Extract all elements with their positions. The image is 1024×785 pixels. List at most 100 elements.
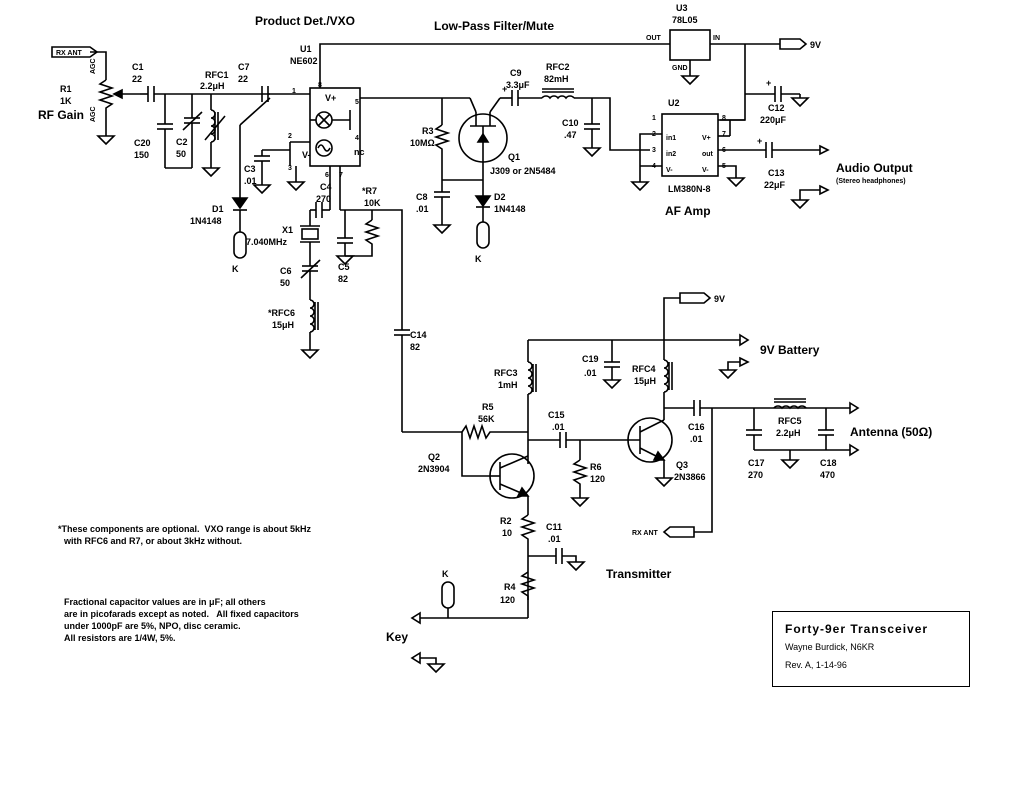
svg-text:X1: X1 <box>282 225 293 235</box>
svg-text:C5: C5 <box>338 262 350 272</box>
ground-icon <box>726 177 746 188</box>
ground-icon <box>654 477 674 488</box>
r6-resistor: R6 120 <box>571 440 605 498</box>
svg-text:GND: GND <box>672 65 688 72</box>
svg-text:in1: in1 <box>666 135 676 142</box>
u2-lm380n8: U2 LM380N-8 in1 in2 V- V+ out V- 1 2 3 4… <box>652 98 726 194</box>
svg-text:C9: C9 <box>510 68 522 78</box>
u1-ne602: U1 NE602 V+ V- nc 1 2 3 6 7 8 5 4 <box>288 44 365 179</box>
svg-text:3: 3 <box>652 147 656 154</box>
c8-capacitor: C8 .01 <box>416 191 450 225</box>
svg-text:D2: D2 <box>494 192 506 202</box>
svg-text:1: 1 <box>652 115 656 122</box>
svg-text:82: 82 <box>410 342 420 352</box>
svg-text:LM380N-8: LM380N-8 <box>668 184 711 194</box>
svg-text:nc: nc <box>354 147 365 157</box>
svg-text:1N4148: 1N4148 <box>190 216 222 226</box>
svg-text:C13: C13 <box>768 168 785 178</box>
svg-text:C14: C14 <box>410 330 427 340</box>
r7-resistor: *R7 10K <box>345 186 381 257</box>
svg-text:7.040MHz: 7.040MHz <box>246 237 288 247</box>
note-cap-4: All resistors are 1/4W, 5%. <box>64 633 176 643</box>
svg-text:C16: C16 <box>688 422 705 432</box>
svg-text:6: 6 <box>325 172 329 179</box>
svg-text:8: 8 <box>722 115 726 122</box>
rfc3-inductor: RFC3 1mH <box>494 340 537 464</box>
svg-text:C11: C11 <box>546 522 562 532</box>
svg-text:U1: U1 <box>300 44 312 54</box>
svg-text:9V: 9V <box>714 294 725 304</box>
svg-text:120: 120 <box>590 474 605 484</box>
svg-text:out: out <box>702 151 714 158</box>
svg-text:.01: .01 <box>552 422 565 432</box>
svg-text:470: 470 <box>820 470 835 480</box>
svg-text:V-: V- <box>302 150 311 160</box>
svg-text:9V: 9V <box>810 40 821 50</box>
ground-icon <box>426 663 446 674</box>
c10-capacitor: C10 .47 <box>562 98 600 148</box>
ground-icon <box>201 167 221 178</box>
c20-capacitor: C20 150 <box>134 94 173 168</box>
svg-text:NE602: NE602 <box>290 56 318 66</box>
svg-text:C15: C15 <box>548 410 565 420</box>
note-cap-1: Fractional capacitor values are in μF; a… <box>64 597 266 607</box>
svg-text:50: 50 <box>176 149 186 159</box>
rx-ant-port-top: RX ANT <box>51 46 107 80</box>
c6-trimmer-capacitor: C6 50 <box>280 256 321 300</box>
q3-2n3866: Q3 2N3866 <box>627 417 706 482</box>
svg-text:10K: 10K <box>364 198 381 208</box>
ground-icon <box>790 199 810 210</box>
svg-text:K: K <box>442 569 449 579</box>
svg-text:2.2μH: 2.2μH <box>200 81 225 91</box>
svg-text:10MΩ: 10MΩ <box>410 138 435 148</box>
c18-capacitor: C18 470 <box>818 408 837 480</box>
r1-rf-gain-pot: AGC AGC R1 1K RF Gain <box>38 58 140 128</box>
ground-icon <box>582 147 602 158</box>
svg-text:C1: C1 <box>132 62 144 72</box>
svg-text:J309 or 2N5484: J309 or 2N5484 <box>490 166 556 176</box>
section-title-product-det: Product Det./VXO <box>255 14 355 28</box>
svg-text:78L05: 78L05 <box>672 15 698 25</box>
battery-label: 9V Battery <box>760 343 820 357</box>
c19-capacitor: C19 .01 <box>582 340 620 380</box>
q2-2n3904: Q2 2N3904 <box>418 452 535 499</box>
svg-text:D1: D1 <box>212 204 224 214</box>
svg-text:*R7: *R7 <box>362 186 377 196</box>
svg-text:50: 50 <box>280 278 290 288</box>
ground-icon <box>602 379 622 390</box>
rfc5-inductor: RFC5 2.2μH <box>773 398 807 438</box>
ground-icon <box>570 497 590 508</box>
c12-capacitor: + C12 220μF <box>760 78 800 125</box>
note-optional-1: *These components are optional. VXO rang… <box>58 524 312 534</box>
svg-text:.01: .01 <box>416 204 429 214</box>
svg-text:K: K <box>475 254 482 264</box>
svg-text:22: 22 <box>132 74 142 84</box>
svg-text:15μH: 15μH <box>634 376 656 386</box>
svg-text:RFC5: RFC5 <box>778 416 802 426</box>
c2-trimmer-capacitor: C2 50 <box>176 94 203 168</box>
svg-text:C4: C4 <box>320 182 332 192</box>
svg-text:RFC3: RFC3 <box>494 368 518 378</box>
svg-text:R6: R6 <box>590 462 602 472</box>
k-port-3: K <box>441 569 455 618</box>
c11-capacitor: C11 .01 <box>546 522 577 564</box>
ground-icon <box>790 94 810 108</box>
svg-text:*RFC6: *RFC6 <box>268 308 295 318</box>
svg-text:C7: C7 <box>238 62 250 72</box>
note-optional-2: with RFC6 and R7, or about 3kHz without. <box>64 536 243 546</box>
svg-text:15μH: 15μH <box>272 320 294 330</box>
svg-text:1mH: 1mH <box>498 380 518 390</box>
ground-icon <box>286 166 306 192</box>
ground-icon <box>680 60 700 86</box>
ground-icon <box>252 184 272 195</box>
svg-text:R3: R3 <box>422 126 434 136</box>
c9-capacitor: + C9 3.3μF <box>502 68 530 106</box>
audio-output-label: Audio Output <box>836 161 913 175</box>
rx-ant-port-bottom: RX ANT <box>632 526 695 538</box>
svg-text:V+: V+ <box>325 93 336 103</box>
svg-text:3.3μF: 3.3μF <box>506 80 530 90</box>
svg-text:150: 150 <box>134 150 149 160</box>
svg-text:270: 270 <box>748 470 763 480</box>
svg-text:1: 1 <box>292 88 296 95</box>
svg-text:+: + <box>757 136 762 146</box>
